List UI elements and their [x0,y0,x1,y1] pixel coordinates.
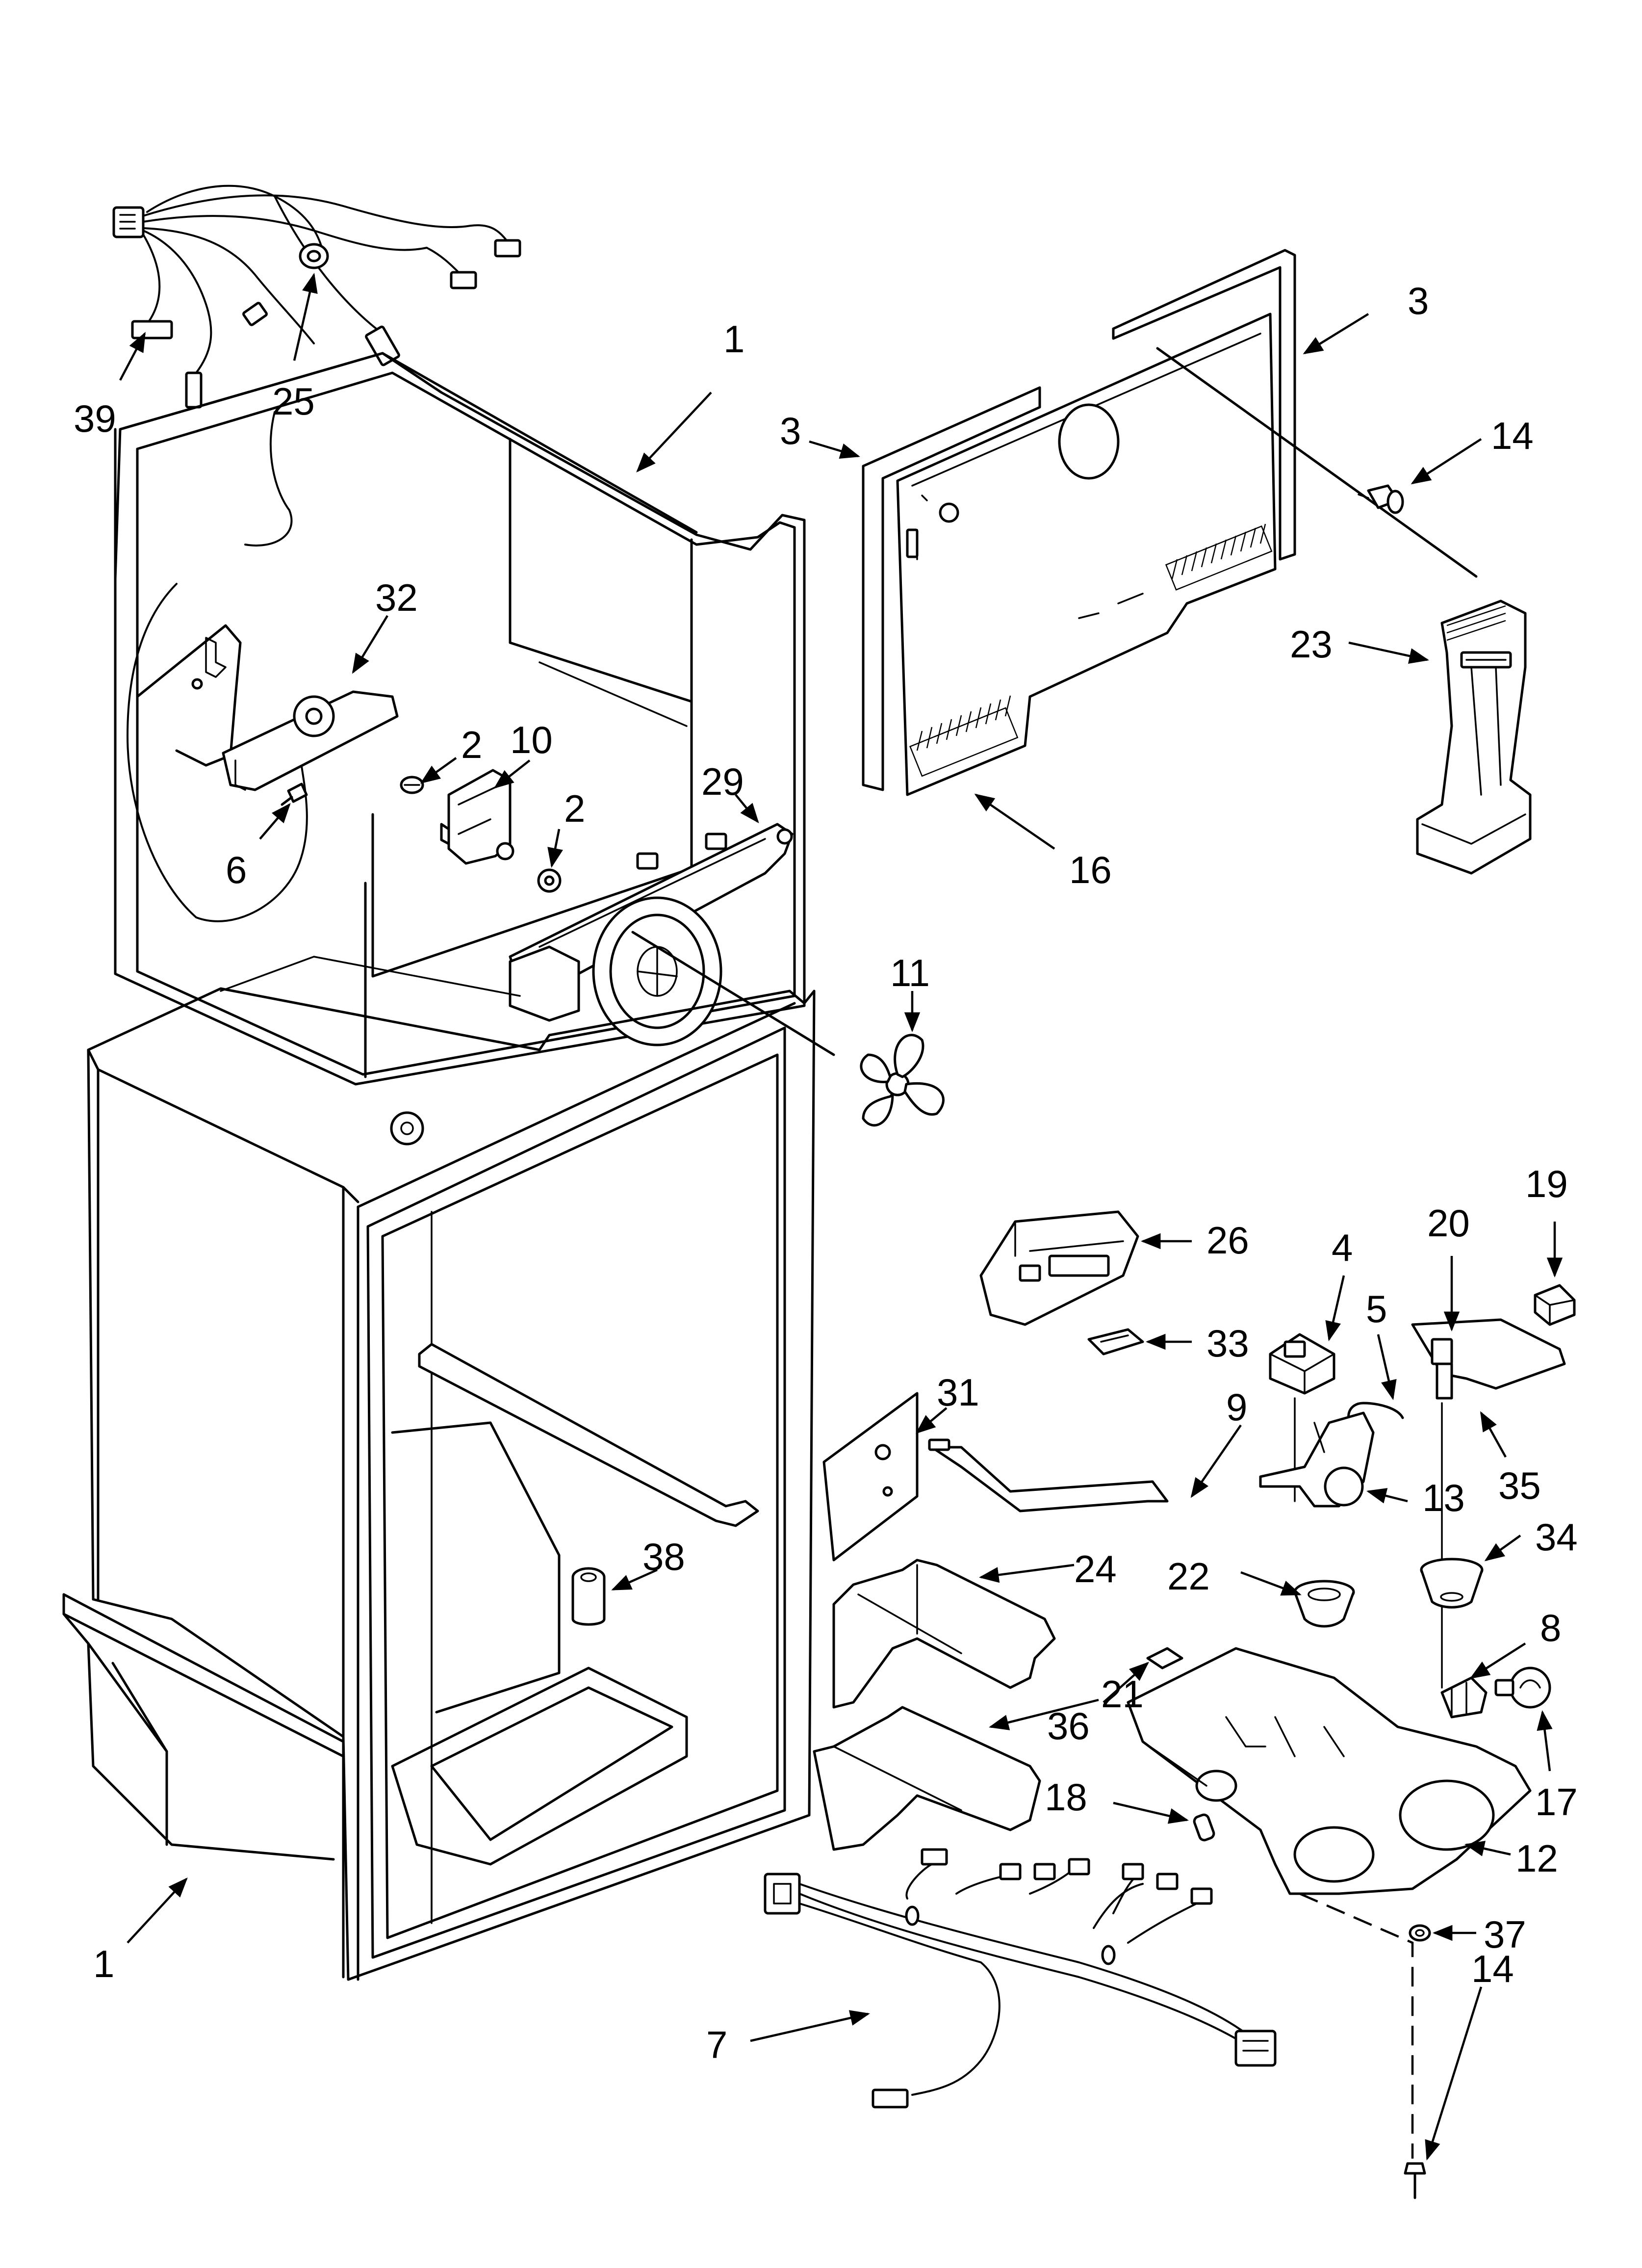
callout-14-lower: 14 [1471,1947,1514,1990]
actuator-part20 [1411,1318,1566,1689]
callout-13: 13 [1422,1476,1465,1519]
cup-part34 [1420,1558,1484,1609]
callout-24: 24 [1074,1547,1117,1590]
wire-harness-lower [764,1848,1277,2109]
duct-part24 [832,1559,1056,1709]
callout-34: 34 [1535,1515,1578,1559]
callout-labels: 39 25 1 32 2 10 29 2 6 3 3 14 23 16 11 1… [74,279,1578,2066]
housing-part12 [1127,1647,1532,1895]
callout-20: 20 [1427,1201,1470,1245]
cover-plate-part31 [822,1392,919,1562]
callout-33: 33 [1206,1322,1249,1365]
fan-blade [631,931,945,1127]
callout-35: 35 [1498,1464,1541,1507]
cup-part38 [571,1567,606,1626]
callout-7: 7 [706,2023,727,2066]
control-housing-part26 [979,1210,1139,1326]
lamp-bulb-part17 [1494,1667,1551,1709]
callout-26: 26 [1206,1219,1249,1262]
part33-clip [1087,1328,1144,1356]
callout-38: 38 [642,1535,685,1578]
wire-harness-upper [112,184,521,409]
callout-10: 10 [510,718,553,761]
callout-6: 6 [226,848,247,891]
callout-22: 22 [1167,1555,1210,1598]
fresh-food-liner [62,956,816,1981]
callout-16: 16 [1069,848,1112,891]
control-bracket [222,690,399,791]
callout-5: 5 [1366,1287,1387,1330]
gasket-right [1112,249,1296,561]
callout-31: 31 [937,1371,979,1414]
clip-part2-upper [400,776,424,794]
callout-32: 32 [375,576,418,619]
pin-part18 [1193,1813,1215,1842]
callout-25: 25 [272,380,315,423]
heater-part9 [928,1438,1169,1512]
callout-29: 29 [701,760,744,803]
callout-1-fresh-food: 1 [93,1942,114,1985]
callout-17: 17 [1535,1780,1578,1824]
callout-19: 19 [1525,1162,1568,1205]
callout-39: 39 [74,397,116,440]
evaporator-cover-panel [896,313,1277,796]
screw-part14-upper [1156,347,1478,578]
callout-3-left: 3 [780,409,801,452]
air-duct [1416,600,1532,875]
callout-4: 4 [1332,1226,1353,1269]
callout-14-upper: 14 [1491,414,1534,457]
callout-36: 36 [1047,1704,1090,1747]
leader-lines [119,273,1563,2161]
switch-part19 [1534,1284,1576,1326]
damper-control [440,769,514,865]
callout-2-lower: 2 [564,787,585,830]
screw-part14-lower [1299,1892,1426,2199]
callout-1-freezer: 1 [723,317,744,361]
cup-part22 [1293,1580,1355,1628]
screw-part6 [281,782,308,806]
duct-part21 [813,1706,1041,1851]
callout-23: 23 [1290,623,1333,666]
fan-housing [509,823,794,1046]
callout-8: 8 [1540,1606,1561,1649]
pad-part36 [1146,1647,1183,1669]
freezer-liner [114,352,806,1086]
callout-37: 37 [1484,1913,1526,1956]
callout-2-upper: 2 [461,723,482,766]
lamp-socket-part8 [1440,1676,1488,1719]
switch-part4 [1269,1333,1335,1502]
gasket-left [862,386,1041,791]
callout-21: 21 [1101,1672,1144,1716]
clip-part2-lower [537,868,562,893]
callout-9: 9 [1226,1385,1247,1429]
callout-12: 12 [1515,1837,1558,1880]
callout-3-right: 3 [1408,279,1429,322]
callout-11: 11 [890,951,930,994]
grommet-part37 [1409,1924,1431,1942]
callout-18: 18 [1045,1775,1087,1819]
damper-motor-part13 [1259,1411,1375,1508]
